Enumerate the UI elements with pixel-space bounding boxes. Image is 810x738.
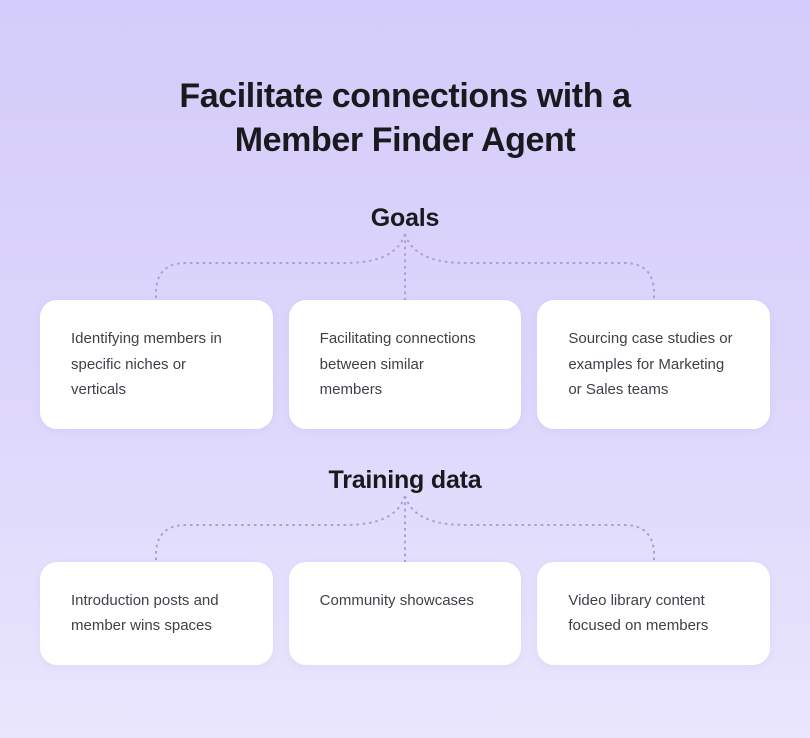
card-goal-case-studies-text: Sourcing case studies or examples for Ma… [568, 330, 733, 398]
card-training-community-showcases-text: Community showcases [319, 591, 474, 609]
card-training-video-library: Video library content focused on members [537, 561, 771, 665]
card-row-goals: Identifying members in specific niches o… [40, 300, 771, 429]
connector-goals-right-branch [404, 233, 655, 300]
card-training-video-library-text: Video library content focused on members [568, 591, 709, 635]
card-training-community-showcases: Community showcases [288, 561, 522, 665]
card-training-introduction-posts-text: Introduction posts and member wins space… [71, 591, 219, 635]
connector-goals [155, 233, 655, 300]
card-goal-connections-text: Facilitating connections between similar… [319, 330, 476, 398]
connector-training-right-branch [404, 495, 655, 562]
page-title-line2: Member Finder Agent [234, 121, 576, 159]
card-goal-niches-text: Identifying members in specific niches o… [71, 330, 222, 398]
connector-goals-left-branch [155, 233, 406, 300]
card-goal-niches: Identifying members in specific niches o… [40, 300, 273, 429]
page-title-line1: Facilitate connections with a [179, 77, 631, 115]
section-heading-training-data: Training data [328, 465, 482, 494]
page-title: Facilitate connections with a Member Find… [0, 74, 810, 162]
card-training-introduction-posts: Introduction posts and member wins space… [40, 561, 273, 665]
connector-training-left-branch [155, 495, 406, 562]
card-goal-case-studies: Sourcing case studies or examples for Ma… [537, 300, 771, 429]
card-goal-connections: Facilitating connections between similar… [288, 300, 522, 429]
card-row-training-data: Introduction posts and member wins space… [40, 561, 771, 665]
section-heading-goals: Goals [370, 204, 440, 232]
connector-training-data [155, 495, 655, 562]
